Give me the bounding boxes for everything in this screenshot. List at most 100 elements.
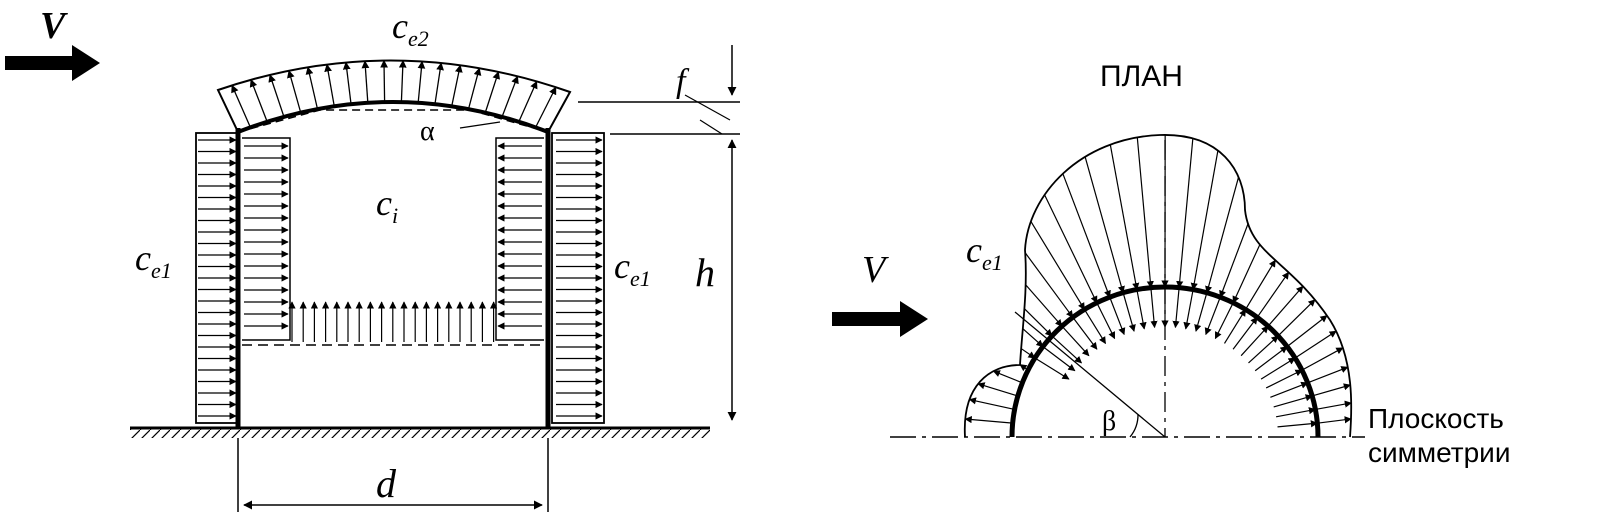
pressure-arrow xyxy=(968,397,1015,411)
pressure-arrow xyxy=(1265,369,1303,389)
pressure-arrow xyxy=(417,60,426,103)
pressure-arrow xyxy=(1150,287,1158,329)
dimension-line-diameter xyxy=(237,438,549,512)
pressure-arrow xyxy=(1256,271,1290,318)
pressure-arrow xyxy=(380,59,388,103)
right-wall-pressure-envelope xyxy=(551,132,605,424)
height-label: h xyxy=(695,250,715,295)
roof-coefficient-label: ce2 xyxy=(392,6,429,51)
pressure-arrow xyxy=(305,66,319,110)
symmetry-label-line2: симметрии xyxy=(1368,437,1510,468)
wind-label-right: V xyxy=(862,249,889,291)
roof-pressure-envelope xyxy=(216,59,572,134)
pressure-arrow xyxy=(1062,173,1111,298)
pressure-arrow xyxy=(1275,407,1317,418)
pressure-arrow xyxy=(1205,176,1240,294)
pressure-arrow xyxy=(268,74,285,118)
pressure-arrow xyxy=(1136,289,1147,330)
pressure-arrow xyxy=(467,67,482,110)
pressure-arrow xyxy=(1042,346,1076,372)
pressure-arrow xyxy=(1311,383,1351,397)
pressure-arrow xyxy=(535,86,557,128)
pressure-arrow xyxy=(1254,346,1288,372)
pressure-arrow xyxy=(1277,299,1316,337)
angle-alpha-label: α xyxy=(420,116,435,147)
pressure-arrow xyxy=(361,60,370,103)
right-wall-pressure-arrows xyxy=(556,136,603,420)
pressure-arrow xyxy=(1273,394,1313,408)
section-view: V xyxy=(5,5,740,512)
pressure-arrow xyxy=(1223,308,1247,344)
pressure-arrow xyxy=(1294,330,1337,359)
pressure-arrow xyxy=(1270,381,1309,398)
pressure-arrow xyxy=(1096,302,1116,340)
pressure-arrow xyxy=(1190,150,1219,291)
pressure-arrow xyxy=(1023,308,1053,337)
right-wall-coefficient-label: ce1 xyxy=(614,246,651,291)
pressure-arrow xyxy=(1176,138,1194,289)
plan-view: ПЛАН V β ce1 Плоскость симметрии xyxy=(832,60,1510,468)
pressure-arrow xyxy=(501,75,519,118)
pressure-arrow xyxy=(1315,400,1352,411)
pressure-arrow xyxy=(1020,348,1036,359)
pressure-arrow xyxy=(992,370,1023,384)
pressure-arrow xyxy=(324,63,335,107)
pressure-arrow xyxy=(1072,316,1098,350)
plan-title: ПЛАН xyxy=(1100,60,1183,93)
left-wall-coefficient-label: ce1 xyxy=(135,238,172,283)
pressure-arrow xyxy=(231,84,251,128)
angle-beta-arc xyxy=(1129,413,1139,438)
symmetry-label-line1: Плоскость xyxy=(1368,403,1504,434)
pressure-arrow xyxy=(977,382,1019,397)
plan-coefficient-label: ce1 xyxy=(966,230,1003,275)
pressure-arrow xyxy=(1109,296,1126,336)
internal-bottom-arrows xyxy=(288,301,498,342)
pressure-arrow xyxy=(342,61,352,105)
angle-beta-label: β xyxy=(1102,406,1116,437)
pressure-arrow xyxy=(1307,366,1349,384)
pressure-arrow xyxy=(1061,325,1090,357)
pressure-arrow xyxy=(1019,364,1029,372)
roof-pressure-arrows xyxy=(231,59,557,128)
pressure-arrow xyxy=(1232,244,1261,304)
plan-pressure-arrows xyxy=(964,134,1352,428)
pressure-arrow xyxy=(249,79,268,123)
pressure-arrow xyxy=(398,59,407,103)
internal-left-arrows xyxy=(244,142,289,330)
pressure-arrow xyxy=(1267,285,1304,327)
dimension-lines-vertical xyxy=(578,45,740,421)
angle-alpha-leader xyxy=(459,121,501,129)
pressure-arrow xyxy=(1122,292,1136,332)
pressure-arrow xyxy=(1194,292,1208,332)
wind-arrow-left xyxy=(5,45,100,81)
pressure-arrow xyxy=(1030,221,1085,311)
pressure-arrow xyxy=(1083,309,1107,345)
pressure-arrow xyxy=(434,62,444,105)
pressure-arrow xyxy=(484,71,500,113)
pressure-arrow xyxy=(1024,252,1074,318)
pressure-arrow xyxy=(1260,357,1296,380)
pressure-arrow xyxy=(451,64,463,107)
internal-coefficient-label: ci xyxy=(376,183,398,228)
pressure-arrow xyxy=(964,415,1013,424)
pressure-arrow xyxy=(518,80,538,123)
pressure-arrow xyxy=(1301,347,1344,371)
pressure-arrow xyxy=(1317,416,1352,424)
pressure-arrow xyxy=(1277,420,1319,428)
pressure-arrow xyxy=(1240,325,1269,357)
internal-right-arrows xyxy=(497,142,542,330)
pressure-arrow xyxy=(1034,357,1070,380)
rise-label: f xyxy=(676,63,690,100)
left-wall-pressure-arrows xyxy=(198,136,237,420)
pressure-arrow xyxy=(1214,302,1234,340)
pressure-arrow xyxy=(1051,335,1083,364)
diameter-label: d xyxy=(376,461,397,506)
roof-chord xyxy=(237,109,549,133)
pressure-arrow xyxy=(1286,315,1328,348)
pressure-arrow xyxy=(1044,194,1098,304)
pressure-arrow xyxy=(1025,284,1063,327)
pressure-arrow xyxy=(1022,328,1044,348)
pressure-arrow xyxy=(1232,316,1258,350)
wind-label-left: V xyxy=(40,5,68,47)
